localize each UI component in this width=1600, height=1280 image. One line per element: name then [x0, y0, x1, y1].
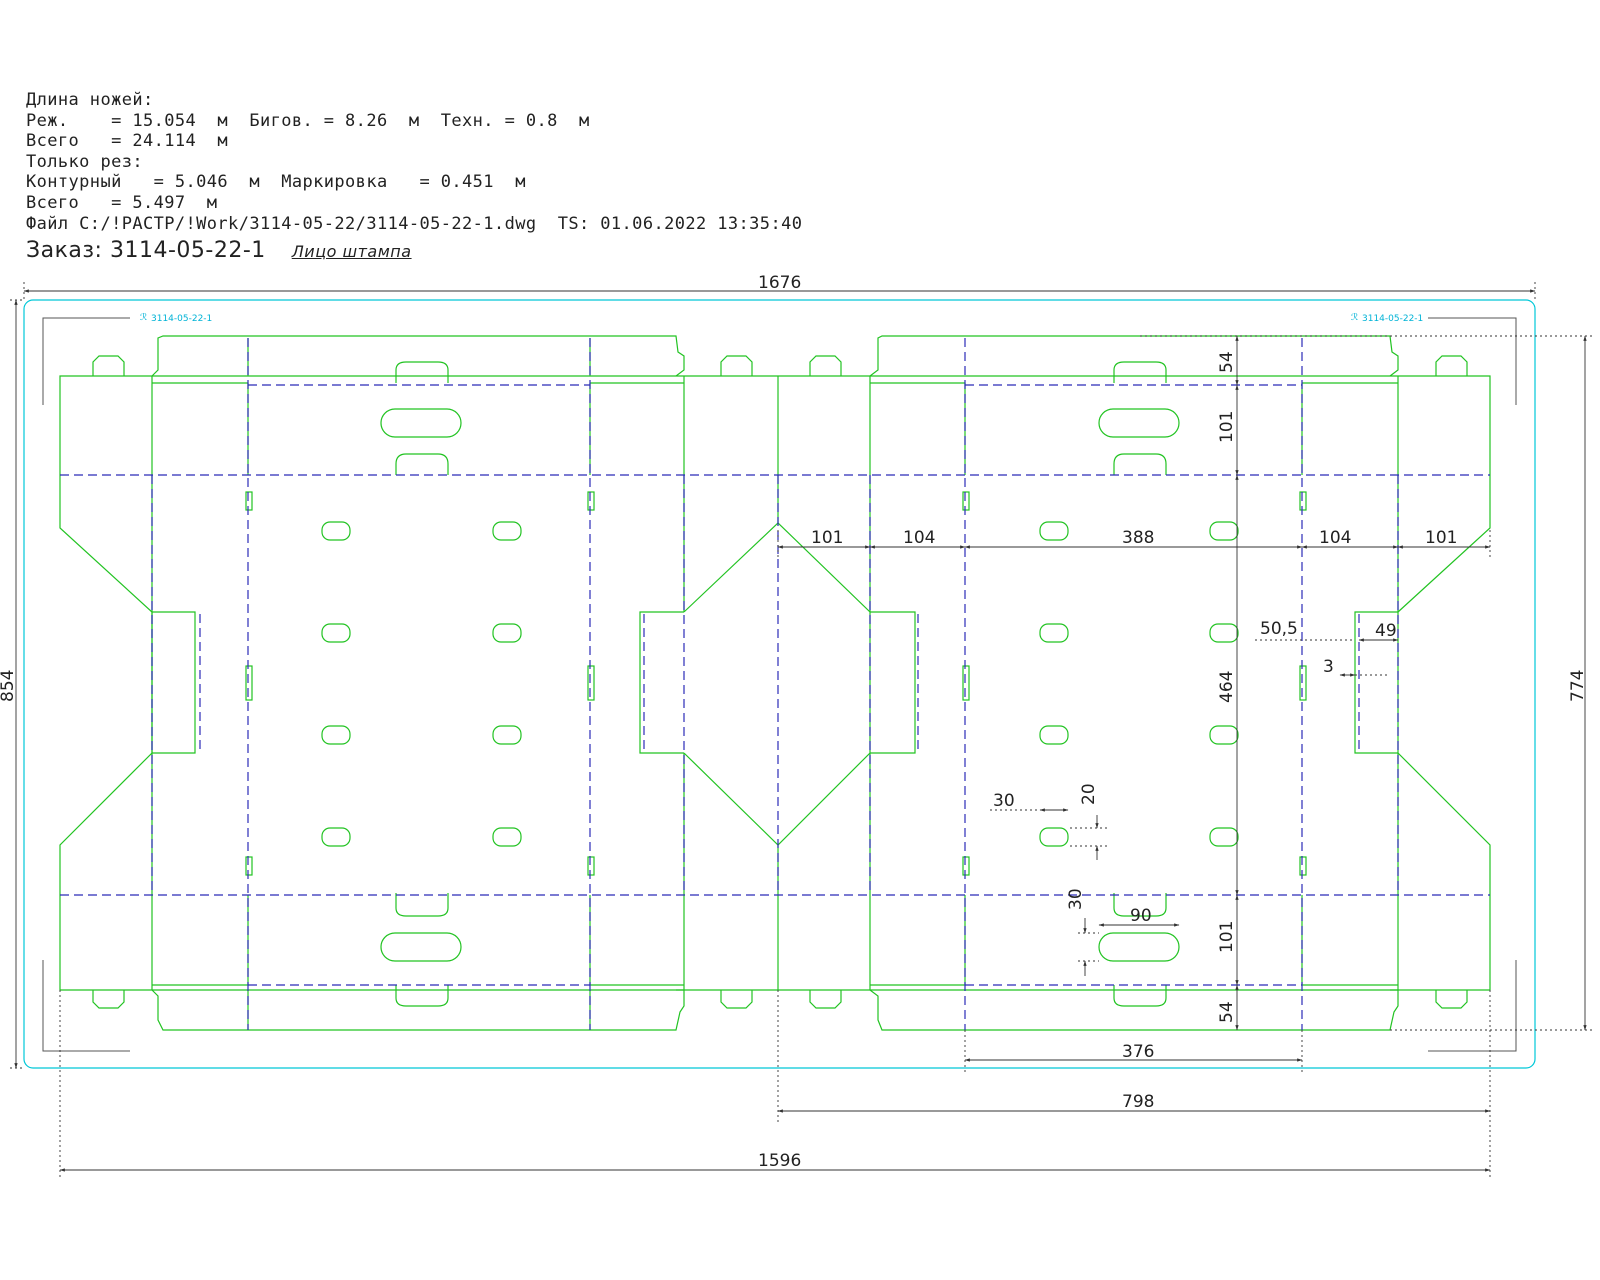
dim-center-464: 464 [1217, 671, 1237, 703]
order-label: Заказ: [26, 238, 103, 264]
file-path-line: Файл C:/!РАСТР/!Work/3114-05-22/3114-05-… [26, 213, 803, 234]
dimension-lines [10, 282, 1595, 1180]
dim-panel-388: 388 [1122, 528, 1154, 548]
cut-only-total: Всего = 5.497 м [26, 192, 218, 213]
dim-panel-width: 376 [1122, 1042, 1154, 1062]
dim-flap-104-left: 104 [903, 528, 935, 548]
dim-50-5: 50,5 [1260, 619, 1298, 639]
dim-overall-width: 1676 [758, 273, 801, 293]
cut-right-end-tab [1397, 375, 1491, 613]
dim-handle-30: 30 [1066, 888, 1086, 910]
dim-top-101: 101 [1217, 411, 1237, 443]
stamp-mark-left-icon: ℛ [140, 313, 147, 323]
dim-overall-height: 854 [0, 670, 18, 702]
cut-lines [59, 335, 1491, 1031]
knife-length-detail: Реж. = 15.054 м Бигов. = 8.26 м Техн. = … [26, 110, 590, 131]
dim-bottom-54: 54 [1217, 1001, 1237, 1023]
cut-only-title: Только рез: [26, 151, 143, 172]
cut-left-end-tab [59, 375, 153, 991]
dim-49: 49 [1375, 621, 1397, 641]
cut-center-hexagon [683, 522, 871, 846]
dim-hole-30: 30 [993, 791, 1015, 811]
face-label: Лицо штампа [291, 242, 412, 262]
stamp-mark-left: ℛ 3114-05-22-1 [140, 313, 212, 324]
stamp-mark-left-text: 3114-05-22-1 [151, 314, 212, 324]
dim-bottom-101: 101 [1217, 921, 1237, 953]
dim-top-54: 54 [1217, 351, 1237, 373]
dim-blank-height: 774 [1568, 670, 1588, 702]
drawing-header: Длина ножей: Реж. = 15.054 м Бигов. = 8.… [26, 90, 926, 263]
dim-3: 3 [1323, 657, 1334, 677]
cut-only-detail: Контурный = 5.046 м Маркировка = 0.451 м [26, 172, 526, 193]
dim-flap-101-left: 101 [811, 528, 843, 548]
dim-half-width: 798 [1122, 1092, 1154, 1112]
order-number: 3114-05-22-1 [109, 238, 266, 264]
stamp-mark-right-text: 3114-05-22-1 [1362, 314, 1423, 324]
dim-hole-20: 20 [1079, 783, 1099, 805]
stamp-mark-right-icon: ℛ [1351, 313, 1358, 323]
knife-length-title: Длина ножей: [26, 90, 154, 110]
corner-marks [42, 317, 1517, 1052]
dim-blank-width: 1596 [758, 1151, 801, 1171]
stamp-mark-right: ℛ 3114-05-22-1 [1351, 313, 1423, 324]
knife-length-total: Всего = 24.114 м [26, 131, 229, 152]
order-row: Заказ: 3114-05-22-1 Лицо штампа [26, 238, 926, 263]
dimension-labels: 1676 854 774 1596 798 376 101 104 388 10… [0, 273, 1588, 1171]
dim-flap-104-right: 104 [1319, 528, 1351, 548]
die-board-frame [23, 299, 1536, 1069]
dim-handle-90: 90 [1130, 906, 1152, 926]
dim-flap-101-right: 101 [1425, 528, 1457, 548]
crease-lines [60, 338, 1490, 1030]
